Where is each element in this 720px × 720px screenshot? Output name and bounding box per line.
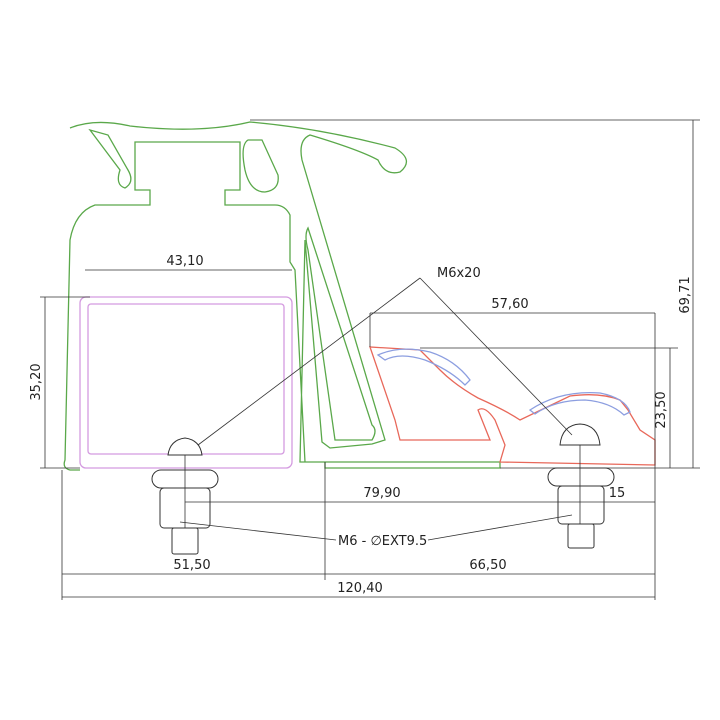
dim-right-width: 66,50 [469, 558, 506, 573]
dim-screw-spacing: 79,90 [363, 486, 400, 501]
callout-screw: M6x20 [437, 266, 481, 281]
main-profile [63, 121, 501, 471]
dim-total-height: 69,71 [678, 276, 693, 313]
dim-screw-offset: 15 [609, 486, 626, 501]
dimension-lines [40, 119, 700, 600]
dim-left-width: 51,50 [173, 558, 210, 573]
gaskets [376, 348, 631, 416]
callout-insert: M6 - ∅EXT9.5 [338, 534, 427, 549]
dim-clamp-height: 23,50 [654, 391, 669, 428]
clamp-profile [369, 346, 656, 466]
dim-clamp-width: 57,60 [491, 297, 528, 312]
dim-total-width: 120,40 [337, 581, 383, 596]
screw-right [547, 423, 615, 549]
dim-inner-width: 43,10 [166, 254, 203, 269]
dim-inner-height: 35,20 [29, 363, 44, 400]
